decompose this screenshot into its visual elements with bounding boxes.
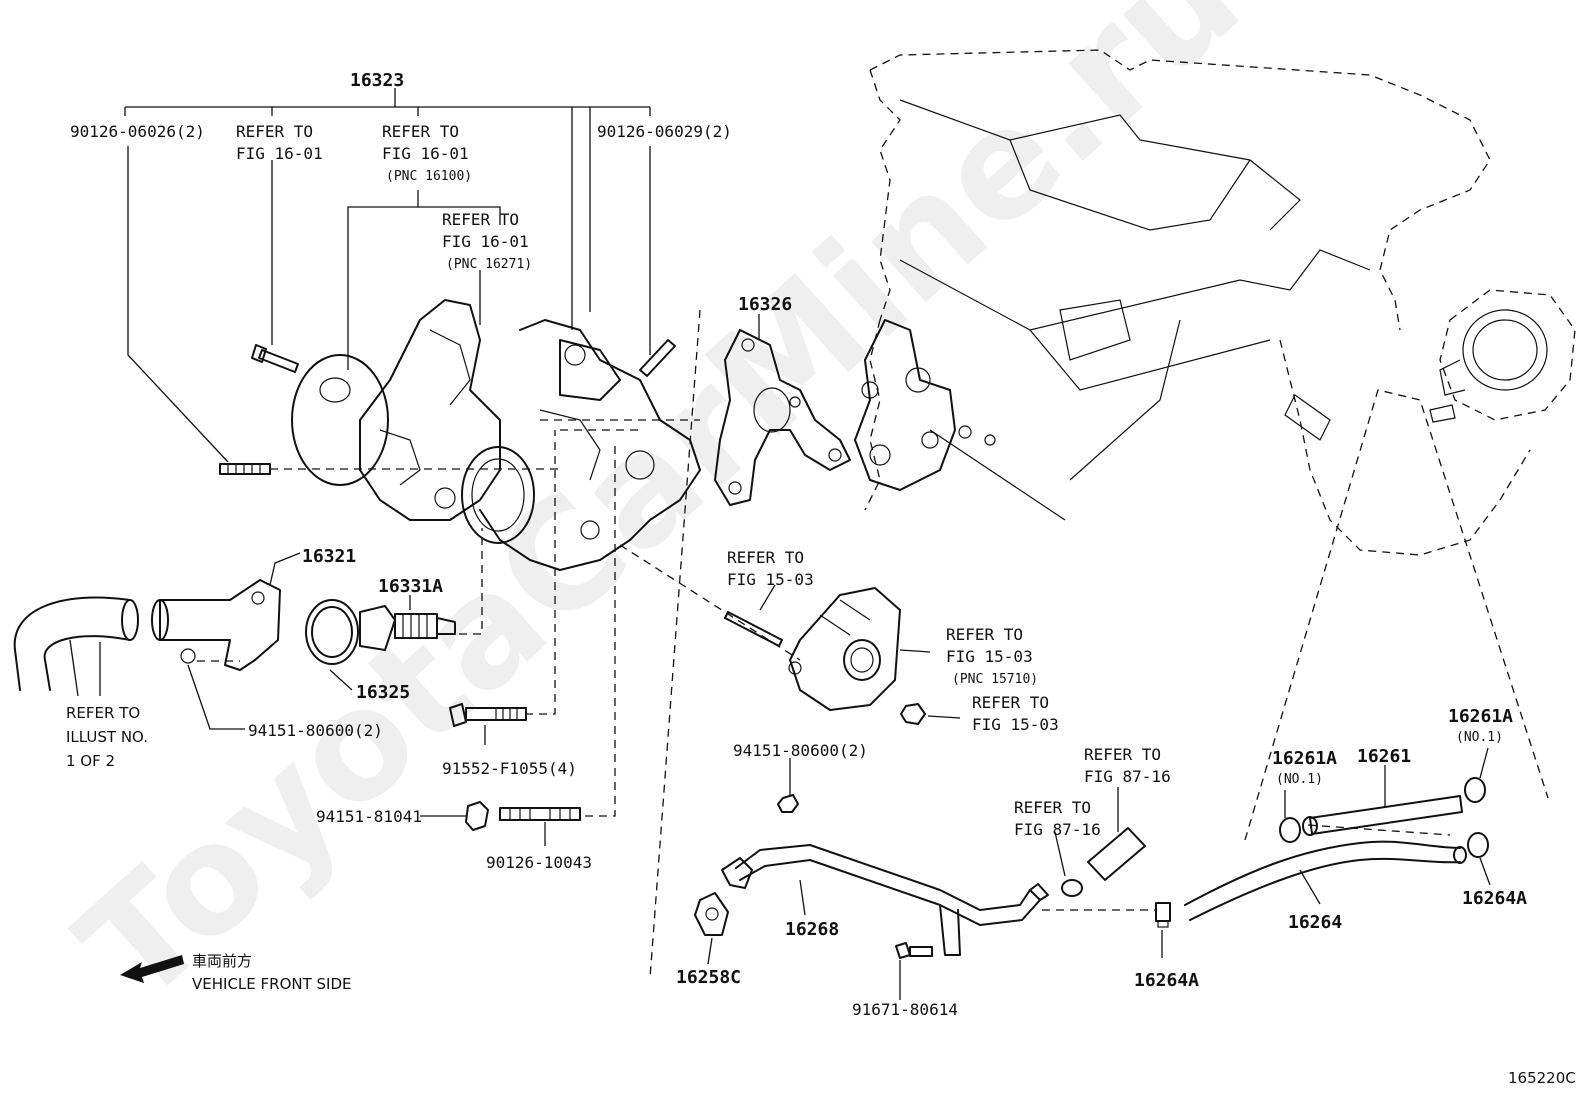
stud-90126-06029 bbox=[639, 339, 676, 377]
stud-90126-10043 bbox=[499, 807, 581, 821]
label-ref-d-2: FIG 15-03 bbox=[727, 570, 814, 589]
label-ref-h-1: REFER TO bbox=[1014, 798, 1091, 817]
label-16326: 16326 bbox=[738, 294, 792, 315]
figure-code: 165220C bbox=[1508, 1069, 1576, 1087]
vehicle-front-arrow-icon bbox=[120, 955, 184, 983]
label-90126-06029: 90126-06029(2) bbox=[597, 122, 732, 141]
label-ref-b-2: FIG 16-01 bbox=[382, 144, 469, 163]
label-16258C: 16258C bbox=[676, 967, 741, 988]
label-ref-illust-1: REFER TO bbox=[66, 704, 140, 722]
label-ref-g-2: FIG 87-16 bbox=[1084, 767, 1171, 786]
label-16325: 16325 bbox=[356, 682, 410, 703]
clamp-16264A-a bbox=[1155, 902, 1171, 928]
label-ref-e-2: FIG 15-03 bbox=[946, 647, 1033, 666]
engine-flange bbox=[854, 319, 996, 491]
label-ref-illust-3: 1 OF 2 bbox=[66, 752, 115, 770]
clamp-fig-87-16 bbox=[1061, 879, 1083, 897]
label-16321: 16321 bbox=[302, 546, 356, 567]
thermostat-16331A bbox=[359, 605, 456, 651]
label-ref-b-3: (PNC 16100) bbox=[386, 169, 472, 184]
nut-fig-15-03 bbox=[900, 703, 926, 725]
engine-block-outline bbox=[864, 49, 1531, 556]
label-91552-f1055: 91552-F1055(4) bbox=[442, 759, 577, 778]
label-ref-g-1: REFER TO bbox=[1084, 745, 1161, 764]
stud-fig-15-03 bbox=[724, 611, 783, 647]
label-ref-a-1: REFER TO bbox=[236, 122, 313, 141]
inlet-16321 bbox=[151, 579, 281, 671]
label-ref-e-1: REFER TO bbox=[946, 625, 1023, 644]
label-ref-b-1: REFER TO bbox=[382, 122, 459, 141]
label-16323: 16323 bbox=[350, 70, 404, 91]
watermark: ToyotaCarMine.ru bbox=[48, 0, 1273, 1037]
water-pipe-16268 bbox=[721, 844, 1049, 956]
part-labels: 16323 90126-06026(2) REFER TO FIG 16-01 … bbox=[66, 70, 1576, 1087]
gasket-16325 bbox=[305, 599, 359, 665]
label-ref-f-1: REFER TO bbox=[972, 693, 1049, 712]
hose-16261 bbox=[1302, 795, 1463, 836]
label-ref-c-3: (PNC 16271) bbox=[446, 257, 532, 272]
label-16264A-a: 16264A bbox=[1134, 970, 1199, 991]
label-ref-d-1: REFER TO bbox=[727, 548, 804, 567]
label-ref-a-2: FIG 16-01 bbox=[236, 144, 323, 163]
label-16268: 16268 bbox=[785, 919, 839, 940]
clamp-16261A-a bbox=[1279, 817, 1301, 843]
clamp-16261A-b bbox=[1464, 777, 1486, 803]
hose-fig-87-16 bbox=[1087, 827, 1146, 881]
dashed-alignment-lines bbox=[197, 309, 1549, 979]
bolt-91671-80614 bbox=[895, 942, 933, 959]
label-vehicle-front-side: VEHICLE FRONT SIDE bbox=[192, 975, 352, 993]
hose-left bbox=[13, 596, 139, 691]
label-ref-h-2: FIG 87-16 bbox=[1014, 820, 1101, 839]
label-90126-10043: 90126-10043 bbox=[486, 853, 592, 872]
label-91671-80614: 91671-80614 bbox=[852, 1000, 958, 1019]
label-94151-80600-b: 94151-80600(2) bbox=[733, 741, 868, 760]
gasket-16258C bbox=[694, 892, 729, 936]
label-16261A-b-sub: (NO.1) bbox=[1456, 730, 1503, 745]
label-90126-06026: 90126-06026(2) bbox=[70, 122, 205, 141]
label-16264A-b: 16264A bbox=[1462, 888, 1527, 909]
label-front-kanji: 車両前方 bbox=[192, 952, 252, 970]
label-ref-c-1: REFER TO bbox=[442, 210, 519, 229]
label-16261: 16261 bbox=[1357, 746, 1411, 767]
nut-94151-80600-b bbox=[777, 794, 799, 813]
label-16261A-a: 16261A bbox=[1272, 748, 1337, 769]
label-ref-e-3: (PNC 15710) bbox=[952, 672, 1038, 687]
label-16261A-a-sub: (NO.1) bbox=[1276, 772, 1323, 787]
label-ref-f-2: FIG 15-03 bbox=[972, 715, 1059, 734]
gasket-16326 bbox=[714, 329, 851, 506]
label-16331A: 16331A bbox=[378, 576, 443, 597]
clamp-16264A-b bbox=[1467, 832, 1489, 858]
label-16264: 16264 bbox=[1288, 912, 1342, 933]
label-16261A-b: 16261A bbox=[1448, 706, 1513, 727]
leader-lines bbox=[69, 88, 1491, 1000]
oil-filter-bracket bbox=[788, 587, 901, 711]
label-ref-c-2: FIG 16-01 bbox=[442, 232, 529, 251]
nut-94151-81041 bbox=[465, 801, 489, 831]
hose-16264 bbox=[1184, 840, 1467, 921]
throttle-body bbox=[1429, 289, 1576, 423]
label-94151-80600-a: 94151-80600(2) bbox=[248, 721, 383, 740]
label-94151-81041: 94151-81041 bbox=[316, 807, 422, 826]
bolt-upper-left bbox=[251, 344, 299, 373]
stud-90126-06026 bbox=[219, 463, 271, 475]
label-ref-illust-2: ILLUST NO. bbox=[66, 728, 148, 746]
water-pump-housing bbox=[291, 299, 701, 571]
